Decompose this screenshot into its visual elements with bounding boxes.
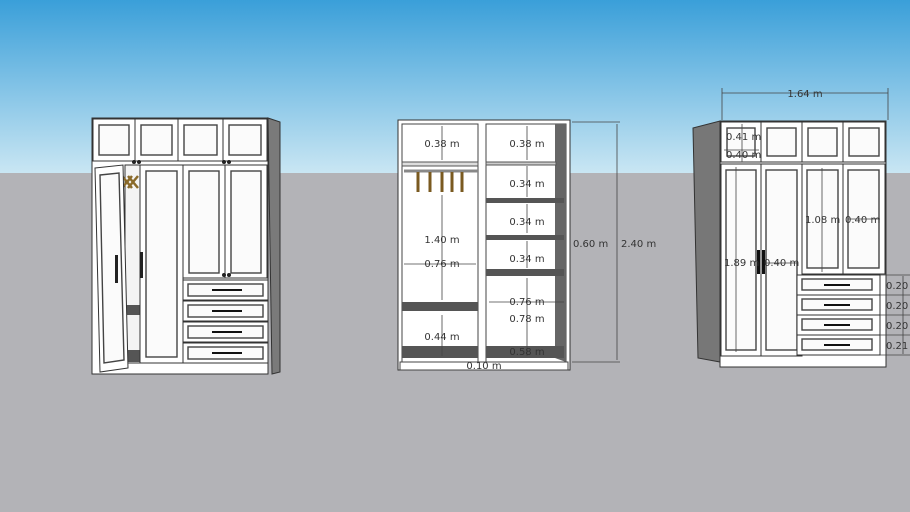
dim-shelf-3: 0.34 m (509, 254, 544, 265)
dim-shelf-2: 0.34 m (509, 217, 544, 228)
dim-mid-door-width: 0.40 m (845, 215, 880, 226)
right-wardrobe[interactable]: 1.64 m 0.41 m 0.40 m 1.89 m 0.40 m 1.08 … (692, 88, 910, 368)
dim-drawer-1: 0.20 (886, 281, 908, 292)
dim-top-right: 0.38 m (509, 139, 544, 150)
dim-long-door-width: 0.40 m (764, 258, 799, 269)
dim-plinth: 0.10 m (466, 361, 501, 372)
dim-top-door-width: 0.40 m (726, 150, 761, 161)
dim-bottom-left: 0.44 m (424, 332, 459, 343)
dim-total-height: 2.40 m (621, 239, 656, 250)
dim-bottom-right-width: 0.76 m (509, 297, 544, 308)
top-doors (92, 118, 268, 164)
hangers-icon (416, 172, 464, 192)
door-handle-icon (115, 255, 118, 283)
hanger-icon (121, 175, 139, 189)
dim-hanging-height: 1.40 m (424, 235, 459, 246)
left-wardrobe[interactable] (91, 117, 281, 375)
dim-mid-door-height: 1.08 m (805, 215, 840, 226)
dim-depth: 0.58 m (509, 347, 544, 358)
dim-drawer-2: 0.20 (886, 301, 908, 312)
dim-long-door-height: 1.89 m (724, 258, 759, 269)
dim-total-width: 1.64 m (787, 89, 822, 100)
dim-side-depth: 0.60 m (573, 239, 608, 250)
dim-top-left: 0.38 m (424, 139, 459, 150)
dim-bottom-right-height: 0.78 m (509, 314, 544, 325)
dim-drawer-4: 0.21 (886, 341, 908, 352)
middle-wardrobe[interactable]: 0.38 m 0.38 m 0.34 m 0.34 m 0.34 m 1.40 … (397, 119, 656, 372)
dim-drawer-3: 0.20 (886, 321, 908, 332)
dim-shelf-1: 0.34 m (509, 179, 544, 190)
dim-hanging-width: 0.76 m (424, 259, 459, 270)
right-drawers[interactable] (796, 274, 881, 356)
drawers[interactable] (182, 279, 269, 364)
dim-top-door-height: 0.41 m (726, 132, 761, 143)
